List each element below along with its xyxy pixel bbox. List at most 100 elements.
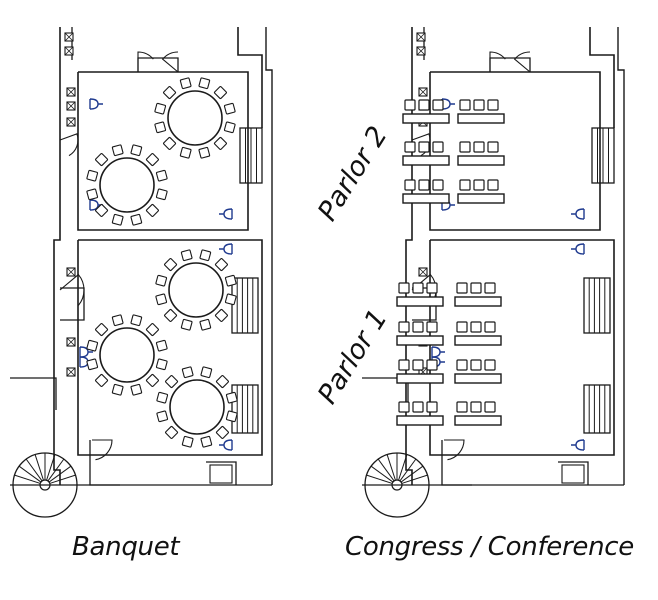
classroom-desk-icon — [454, 321, 502, 346]
chair-icon — [224, 274, 237, 287]
column-block — [418, 267, 428, 277]
round-table — [169, 379, 225, 435]
stair-frame — [231, 277, 259, 334]
banquet-caption: Banquet — [72, 532, 180, 562]
chair-icon — [459, 179, 471, 191]
classroom-desk-icon — [396, 282, 444, 307]
block-cross — [66, 367, 76, 377]
chair-icon — [95, 323, 109, 337]
chair-icon — [456, 359, 468, 371]
chair-icon — [156, 391, 169, 404]
stairs — [231, 384, 259, 434]
chair-icon — [111, 383, 124, 396]
chair-icon — [145, 373, 159, 387]
door-arc — [513, 51, 531, 73]
desk-table — [396, 415, 444, 426]
chair-icon — [198, 77, 211, 90]
chair-icon — [156, 410, 169, 423]
power-outlet-icon — [219, 439, 233, 451]
round-table — [168, 262, 224, 318]
power-outlet-icon — [219, 208, 233, 220]
chair-icon — [145, 153, 159, 167]
plan-group — [10, 27, 273, 518]
block-cross — [416, 32, 426, 42]
top-door-frame — [137, 57, 179, 72]
desk-table — [402, 113, 450, 124]
block-cross — [66, 87, 76, 97]
chair-icon — [484, 401, 496, 413]
right-exterior-wall — [589, 27, 615, 128]
stair-tread — [48, 465, 72, 483]
side-door-frame — [60, 287, 85, 321]
classroom-desk-icon — [457, 99, 505, 124]
block-cross — [64, 46, 74, 56]
chair-icon — [432, 99, 444, 111]
column-block — [416, 46, 426, 56]
congress-floor-plan — [362, 27, 625, 518]
block-cross — [418, 87, 428, 97]
chair-icon — [214, 258, 228, 272]
desk-table — [454, 296, 502, 307]
desk-table — [402, 193, 450, 204]
column-block — [66, 117, 76, 127]
chair-icon — [487, 179, 499, 191]
door-arc — [92, 439, 113, 461]
chair-icon — [111, 314, 124, 327]
chair-icon — [398, 321, 410, 333]
chair-icon — [456, 401, 468, 413]
door-swing-icon — [92, 439, 113, 461]
outlet-symbol — [571, 208, 585, 220]
parlor-2-wall — [77, 71, 249, 231]
classroom-desk-icon — [402, 99, 450, 124]
chair-icon — [155, 293, 168, 306]
chair-icon — [487, 141, 499, 153]
door-swing-icon — [161, 51, 179, 73]
round-table-icon — [156, 366, 238, 448]
stair-tread — [386, 454, 396, 481]
desk-table — [457, 113, 505, 124]
chair-icon — [200, 435, 213, 448]
chair-icon — [163, 86, 177, 100]
chair-icon — [155, 274, 168, 287]
chair-icon — [181, 435, 194, 448]
stair-tread — [46, 454, 56, 481]
desk-table — [396, 296, 444, 307]
chair-icon — [154, 102, 167, 115]
chair-icon — [179, 77, 192, 90]
column-block — [66, 367, 76, 377]
chair-icon — [130, 144, 143, 157]
left-exterior-wall — [53, 27, 61, 485]
round-table — [167, 90, 223, 146]
stair-tread — [47, 458, 65, 482]
chair-icon — [145, 323, 159, 337]
power-outlet-icon — [441, 98, 455, 110]
column-block — [64, 46, 74, 56]
power-outlet-icon — [219, 243, 233, 255]
classroom-desk-icon — [457, 179, 505, 204]
stair-tread — [398, 454, 408, 481]
door-swing-icon — [59, 273, 85, 306]
chair-icon — [484, 321, 496, 333]
column-block — [66, 101, 76, 111]
classroom-desk-icon — [457, 141, 505, 166]
chair-icon — [404, 141, 416, 153]
desk-table — [454, 373, 502, 384]
outlet-symbol — [571, 243, 585, 255]
outlet-symbol — [219, 439, 233, 451]
power-outlet-icon — [79, 346, 93, 358]
column-block — [416, 32, 426, 42]
power-outlet-icon — [571, 208, 585, 220]
door-swing-icon — [444, 439, 465, 461]
desk-table — [457, 155, 505, 166]
block-cross — [66, 267, 76, 277]
round-table-icon — [86, 314, 168, 396]
stair-tread — [401, 474, 428, 484]
chair-icon — [412, 321, 424, 333]
door-swing-icon — [59, 133, 79, 157]
lower-stair-wall — [441, 440, 472, 486]
desk-table — [402, 155, 450, 166]
desk-table — [396, 335, 444, 346]
round-table — [99, 157, 155, 213]
chair-icon — [456, 282, 468, 294]
door-swing-icon — [513, 51, 531, 73]
